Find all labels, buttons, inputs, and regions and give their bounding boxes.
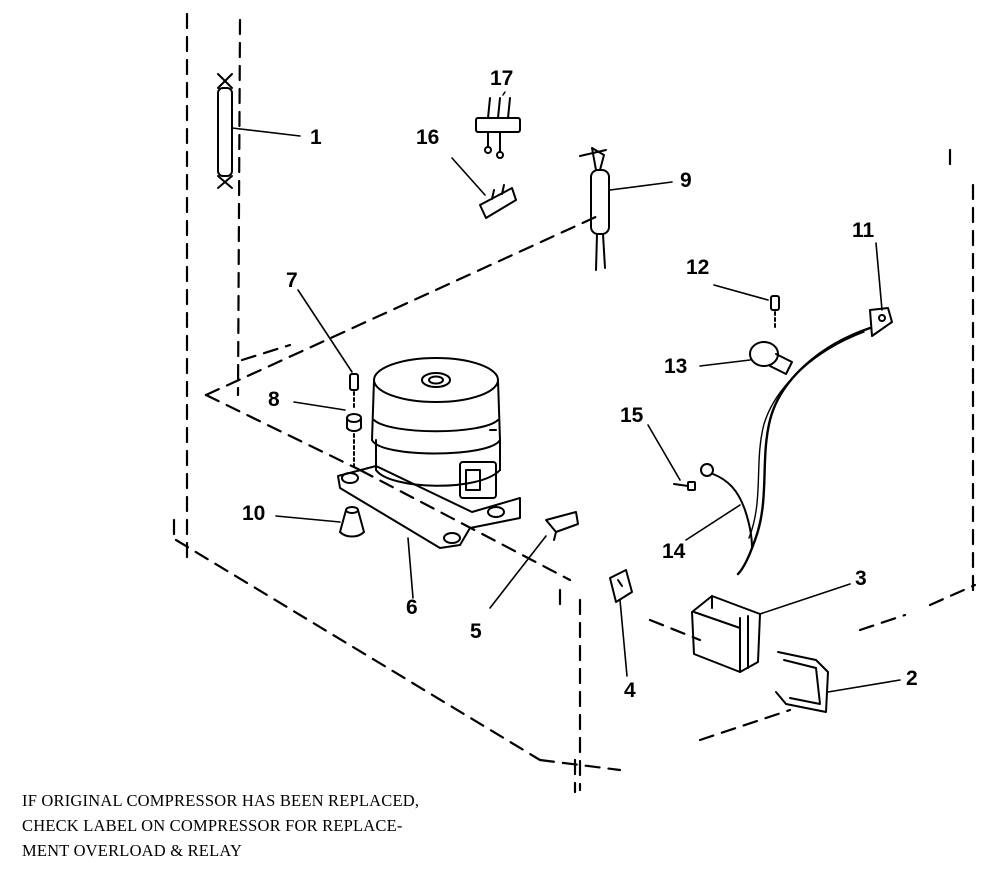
part-9-probe [579,147,673,271]
replacement-note: IF ORIGINAL COMPRESSOR HAS BEEN REPLACED… [22,788,582,863]
part-16-connector [451,157,517,219]
callout-5: 5 [470,620,482,643]
note-line-1: IF ORIGINAL COMPRESSOR HAS BEEN REPLACED… [22,791,420,810]
part-7-bolt [297,289,359,409]
callout-3: 3 [855,567,867,590]
callout-8: 8 [268,388,280,411]
callout-9: 9 [680,169,692,192]
callout-6: 6 [406,596,418,619]
compressor-assembly [337,357,521,599]
part-13-clamp [699,341,793,375]
part-11-power-cord [736,242,893,576]
part-8-grommet [293,401,362,471]
callout-13: 13 [664,355,688,378]
part-14-15-ground [647,424,753,549]
callout-14: 14 [662,540,686,563]
part-5-clip [489,511,579,609]
part-2-clip [775,651,901,713]
part-4-relay [609,569,633,677]
callout-12: 12 [686,256,710,279]
part-3-cover [691,583,851,673]
callout-2: 2 [906,667,918,690]
callout-16: 16 [416,126,440,149]
note-line-2: CHECK LABEL ON COMPRESSOR FOR REPLACE- [22,816,403,835]
callout-17: 17 [490,67,514,90]
callout-4: 4 [624,679,636,702]
cabinet-outline [172,12,977,794]
callout-10: 10 [242,502,266,525]
callout-11: 11 [852,219,875,242]
callout-1: 1 [310,126,322,149]
part-1-tube [217,73,301,189]
note-line-3: MENT OVERLOAD & RELAY [22,841,243,860]
part-17-terminal-board [475,91,521,159]
part-10-spacer [275,506,365,538]
callout-7: 7 [286,269,298,292]
part-12-screw [713,284,780,331]
callout-15: 15 [620,404,644,427]
